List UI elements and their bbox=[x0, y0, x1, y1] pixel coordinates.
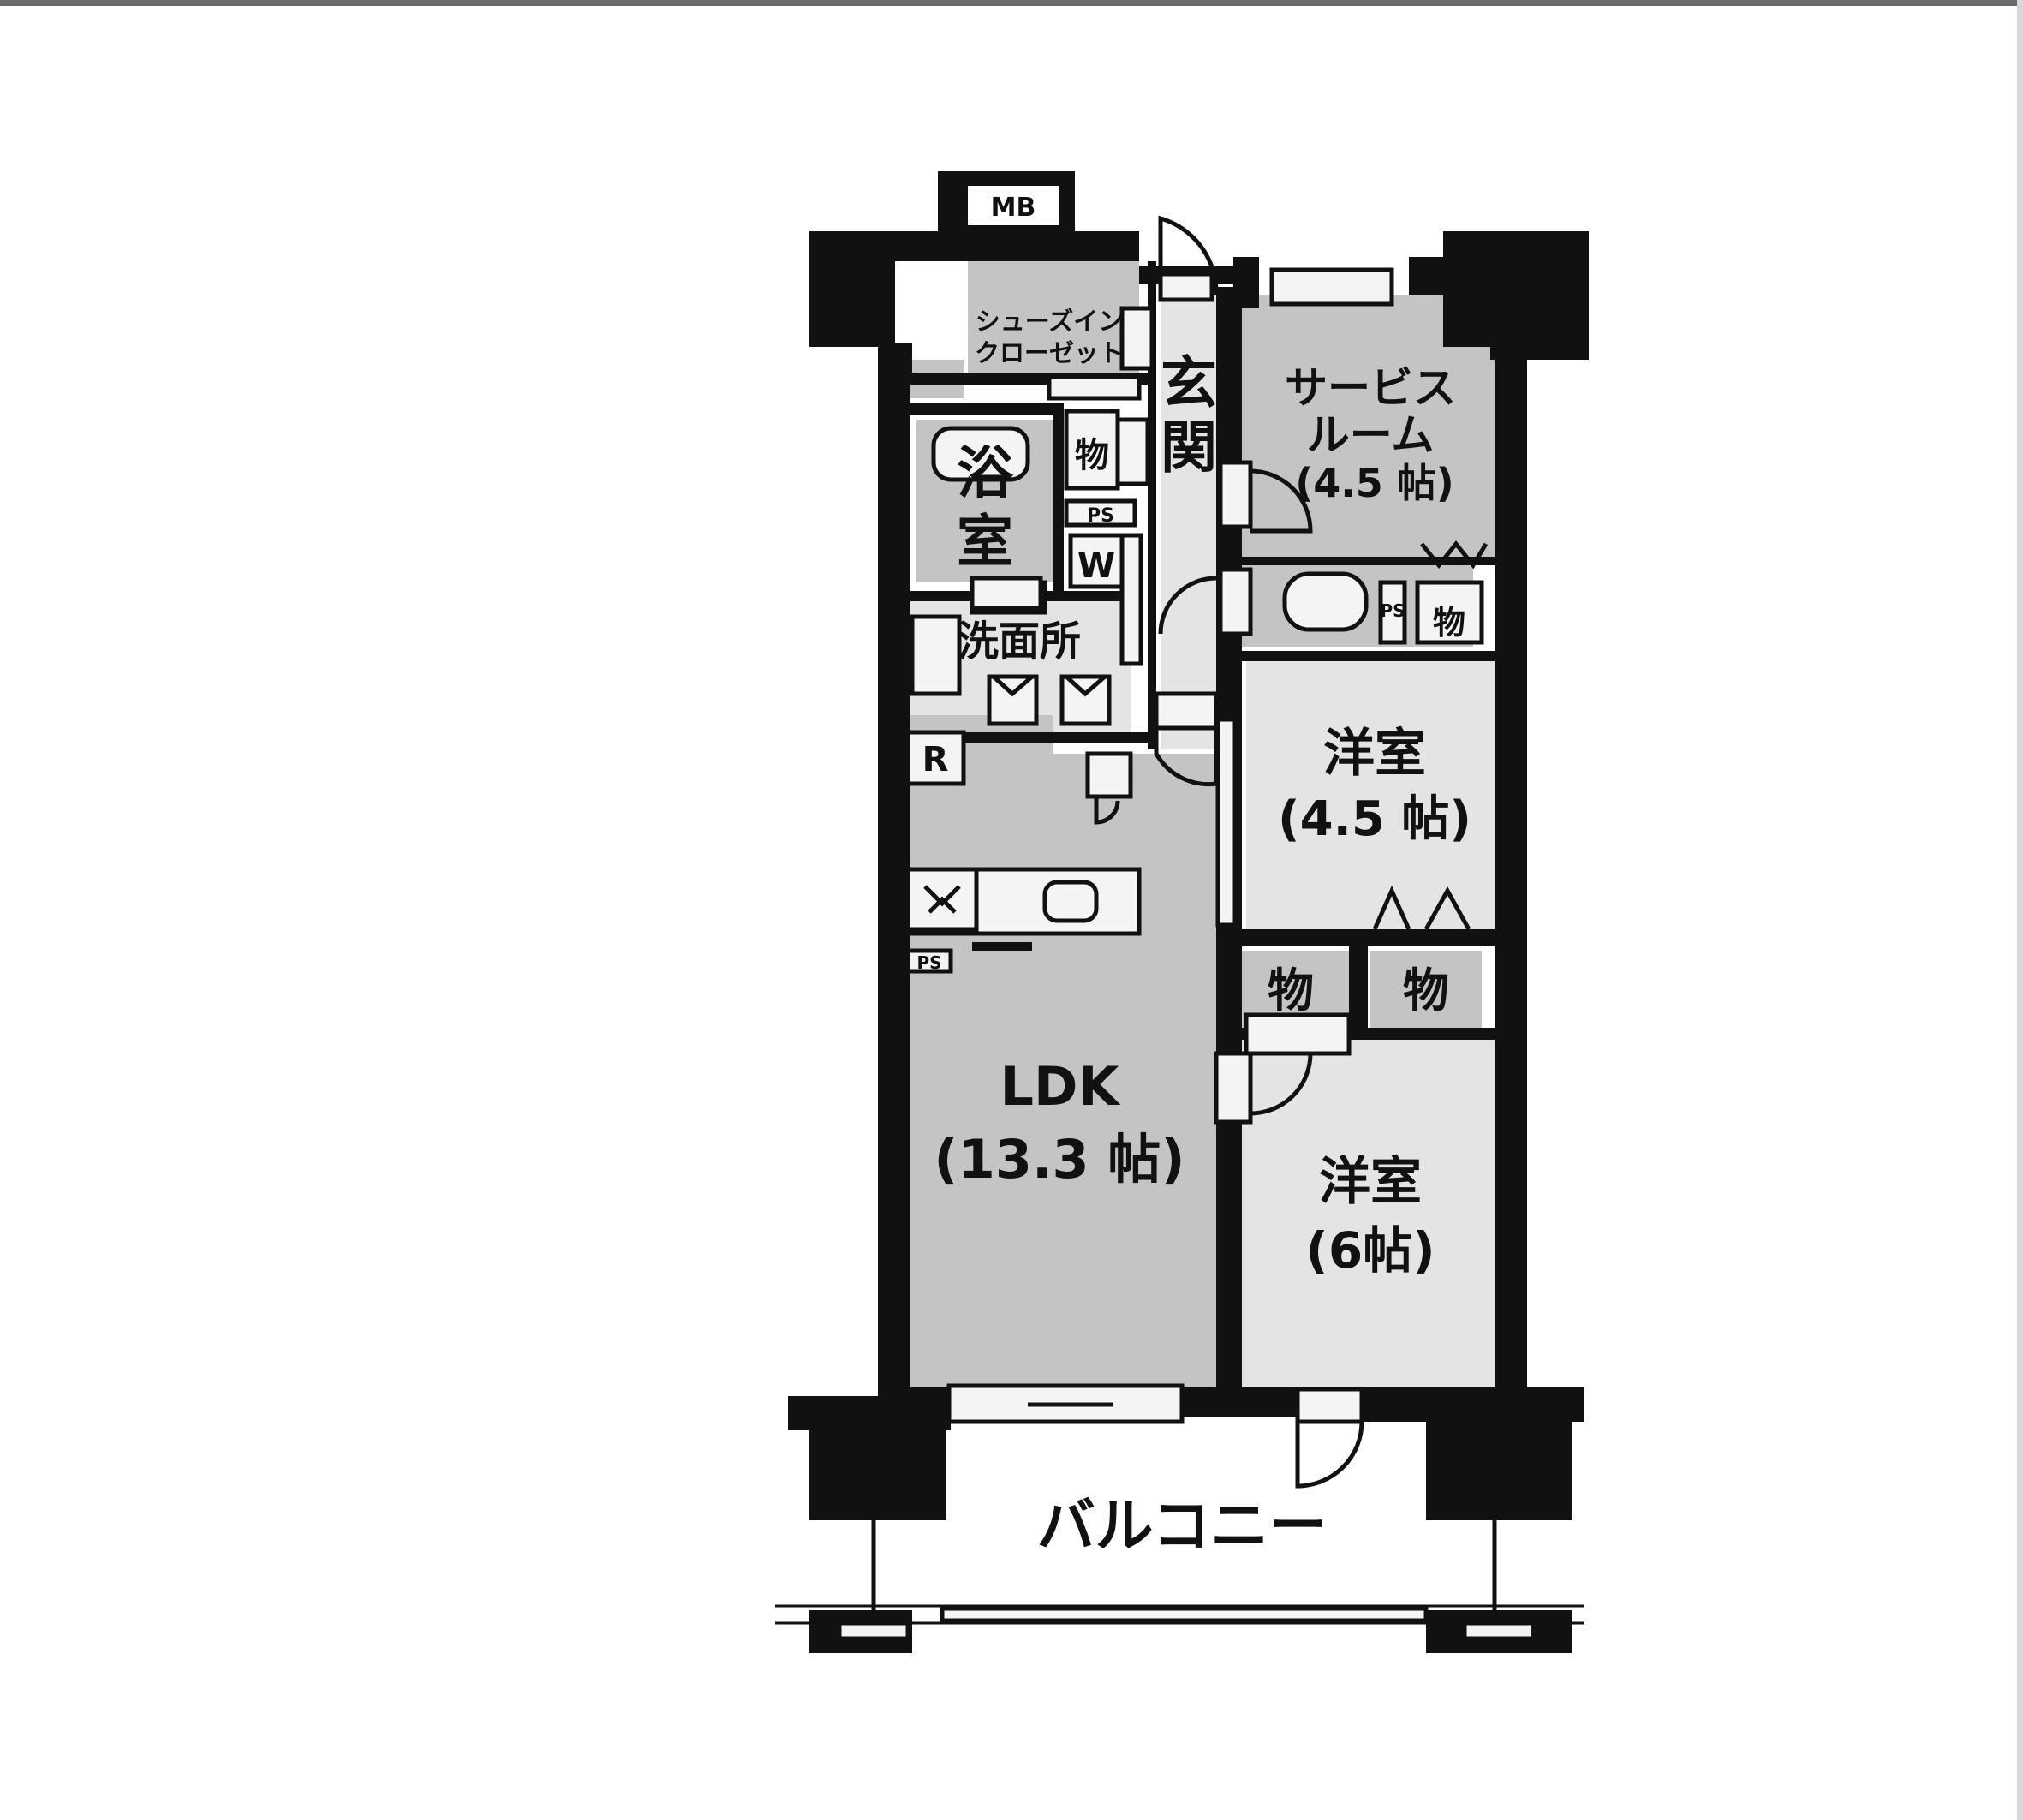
wall-western-a-top bbox=[1233, 651, 1499, 661]
storage-bath-label: 物 bbox=[1075, 436, 1109, 475]
service-room-label-1: サービス bbox=[1285, 363, 1456, 413]
wall-bottom-mid bbox=[1182, 1387, 1302, 1417]
ldk-label: LDK bbox=[1000, 1055, 1120, 1118]
column-bottom-left bbox=[809, 1413, 946, 1520]
toilet-bowl bbox=[1282, 571, 1369, 632]
front-door-step bbox=[1158, 272, 1214, 302]
entrance-corridor-fill bbox=[1161, 295, 1216, 749]
entrance-label-1: 玄 bbox=[1161, 350, 1217, 416]
pipe-space-1-label: PS bbox=[1087, 505, 1114, 527]
wall-bath-top bbox=[908, 403, 1062, 415]
pantry-cabinet bbox=[1085, 751, 1133, 799]
western-room-a-size: (4.5 帖) bbox=[1278, 791, 1471, 847]
service-room-size: (4.5 帖) bbox=[1295, 460, 1454, 506]
western-room-b-door-panel bbox=[1214, 1051, 1253, 1125]
toilet-label: W bbox=[1077, 546, 1115, 586]
wall-left bbox=[878, 343, 910, 1396]
refrigerator bbox=[905, 730, 966, 786]
washroom-basin-top bbox=[970, 576, 1043, 611]
column-bottom-right bbox=[1426, 1413, 1572, 1520]
toilet-door-main bbox=[1218, 567, 1253, 636]
column-top-left bbox=[809, 231, 895, 347]
bath-label-1: 浴 bbox=[957, 440, 1014, 506]
ldk-size: (13.3 帖) bbox=[934, 1128, 1185, 1190]
meter-box-label: MB bbox=[991, 193, 1036, 223]
closet-b-label: 物 bbox=[1403, 964, 1449, 1017]
column-top-right-lower bbox=[1490, 231, 1589, 360]
scan-right-edge bbox=[2017, 0, 2023, 1820]
meter-box bbox=[964, 182, 1062, 229]
toilet-compartment bbox=[1068, 533, 1125, 589]
shoe-closet-label-2: クローゼット bbox=[975, 338, 1124, 367]
western-room-a-fill bbox=[1246, 655, 1499, 929]
washroom-shelf-1 bbox=[987, 674, 1039, 726]
washroom-label: 洗面所 bbox=[958, 618, 1081, 665]
scan-top-edge bbox=[0, 0, 2023, 6]
wall-bottom-left-step bbox=[882, 1387, 951, 1422]
western-room-b-fill bbox=[1233, 1036, 1495, 1387]
ldk-door-swing bbox=[1154, 728, 1219, 787]
storage-bath-door bbox=[1115, 417, 1150, 486]
kitchen-sink bbox=[1042, 880, 1099, 923]
bath-label-2: 室 bbox=[957, 509, 1013, 575]
wall-entry-left bbox=[1148, 261, 1156, 749]
storage-service bbox=[1415, 580, 1484, 645]
balcony-drain-left bbox=[837, 1620, 910, 1641]
closet-a-door-panel bbox=[1244, 1012, 1352, 1056]
storage-service-label: 物 bbox=[1433, 604, 1465, 641]
western-room-b-label: 洋室 bbox=[1319, 1152, 1422, 1212]
wall-western-a-bottom bbox=[1233, 929, 1499, 946]
shoe-closet-door bbox=[1119, 306, 1155, 371]
western-room-a-closet-doors bbox=[1372, 885, 1471, 931]
kitchen-stove bbox=[905, 867, 979, 932]
entrance-label-2: 関 bbox=[1161, 415, 1217, 480]
front-door-swing bbox=[1158, 215, 1219, 296]
closet-b-fill bbox=[1370, 951, 1482, 1028]
balcony-drain-right bbox=[1462, 1620, 1536, 1641]
wall-closet-divider bbox=[1349, 946, 1368, 1032]
service-room-window bbox=[1269, 267, 1394, 307]
western-room-b-size: (6帖) bbox=[1305, 1221, 1435, 1280]
closet-a-label: 物 bbox=[1268, 964, 1314, 1017]
service-room-door-swing bbox=[1250, 468, 1313, 534]
wall-bath-right bbox=[1053, 403, 1064, 600]
toilet-door-panel bbox=[1119, 533, 1143, 666]
pipe-space-1 bbox=[1064, 498, 1137, 528]
ldk-door-panel bbox=[1154, 691, 1219, 731]
ldk-sliding-partition bbox=[1215, 717, 1238, 928]
western-room-b-balcony-door-swing bbox=[1295, 1421, 1364, 1489]
ldk-balcony-window bbox=[946, 1383, 1185, 1424]
washroom-shelf-doors bbox=[992, 675, 1107, 697]
wall-washroom-bottom bbox=[908, 732, 1156, 743]
wall-right bbox=[1495, 347, 1527, 1396]
washing-machine bbox=[910, 614, 962, 696]
pantry-door-swing bbox=[1094, 797, 1120, 825]
shoe-closet-shelf bbox=[1047, 374, 1142, 401]
pipe-space-2 bbox=[905, 948, 953, 974]
kitchen-burners bbox=[923, 885, 961, 914]
wall-service-bottom bbox=[1238, 557, 1499, 565]
pipe-space-3 bbox=[1378, 580, 1407, 645]
washroom-shelf-2 bbox=[1059, 674, 1112, 726]
western-room-b-balcony-door bbox=[1295, 1387, 1364, 1424]
western-room-a-label: 洋室 bbox=[1323, 724, 1426, 784]
toilet-door-swing bbox=[1158, 576, 1217, 635]
storage-service-doors bbox=[1420, 540, 1489, 570]
service-room-door-panel bbox=[1218, 460, 1253, 529]
balcony-label: バルコニー bbox=[1037, 1493, 1328, 1560]
balcony-handrail bbox=[940, 1606, 1429, 1623]
shoe-closet-label-1: シューズイン bbox=[976, 307, 1124, 336]
refrigerator-label: R bbox=[922, 740, 949, 779]
pipe-space-2-label: PS bbox=[916, 952, 941, 973]
pipe-space-3-label: PS bbox=[1380, 600, 1405, 621]
bathtub bbox=[931, 426, 1030, 482]
kitchen-counter-back bbox=[972, 942, 1032, 951]
shoe-closet-top-fill bbox=[968, 261, 1079, 295]
western-room-b-door-swing bbox=[1250, 1051, 1313, 1116]
service-room-label-2: ルーム bbox=[1307, 410, 1435, 460]
